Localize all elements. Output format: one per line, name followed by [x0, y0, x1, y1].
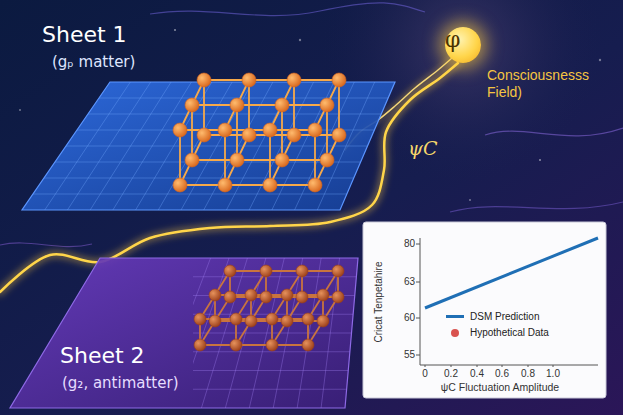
lattice-atom	[173, 123, 187, 137]
lattice-atom	[302, 313, 314, 325]
field-caption: Consciousnesss Field)	[487, 67, 605, 101]
lattice-atom	[218, 123, 232, 137]
sheet-subtitle: (g₂, antimatter)	[62, 374, 178, 392]
lattice-atom	[209, 289, 221, 301]
lattice-atom	[332, 265, 344, 277]
field-source-circle: φConsciousnesss Field)	[445, 27, 481, 63]
lattice	[194, 265, 344, 351]
lattice-atom	[320, 98, 334, 112]
tick-label: 63	[393, 276, 415, 287]
tick-label: 0.4	[465, 368, 489, 379]
legend-entry: Hypothetical Data	[443, 325, 549, 340]
lattice-atom	[197, 73, 211, 87]
lattice-atom	[185, 153, 199, 167]
tick-label: 0.8	[516, 368, 540, 379]
lattice-atom	[308, 178, 322, 192]
legend-entry: DSM Prediction	[443, 309, 539, 324]
sheet-grid	[193, 258, 356, 408]
legend-line-sample	[446, 315, 464, 318]
lattice-atom	[194, 339, 206, 351]
lattice-atom	[332, 291, 344, 303]
legend-sample-holder	[443, 315, 467, 318]
lattice-atom	[245, 289, 257, 301]
antimatter-sheet: Sheet 2 (g₂, antimatter)	[8, 250, 368, 410]
lattice-atom	[230, 339, 242, 351]
lattice-atom	[185, 98, 199, 112]
lattice	[173, 73, 346, 192]
lattice-atom	[209, 315, 221, 327]
lattice-atom	[218, 178, 232, 192]
lattice-atom	[260, 265, 272, 277]
tick-label: 1.0	[541, 368, 565, 379]
tick-label: 0.2	[439, 368, 463, 379]
lattice-atom	[332, 73, 346, 87]
prediction-line	[425, 238, 598, 308]
sheet-title: Sheet 1	[42, 22, 127, 47]
lattice-atom	[263, 178, 277, 192]
lattice-atom	[242, 73, 256, 87]
legend-text: DSM Prediction	[470, 311, 539, 322]
lattice-atom	[266, 313, 278, 325]
lattice-atom	[242, 128, 256, 142]
lattice-atom	[317, 289, 329, 301]
lattice-atom	[197, 128, 211, 142]
axis-title: ψC Fluctuation Amplitude	[400, 381, 600, 393]
lattice-atom	[281, 289, 293, 301]
tick-label: 80	[393, 238, 415, 249]
legend-text: Hypothetical Data	[470, 327, 549, 338]
matter-sheet: Sheet 1 (gₚ matter)	[20, 20, 400, 215]
sheet-outline	[10, 258, 358, 408]
lattice-atom	[260, 291, 272, 303]
field-wave	[0, 58, 458, 292]
lattice-atom	[308, 123, 322, 137]
lattice-atom	[275, 98, 289, 112]
lattice-atom	[224, 265, 236, 277]
lattice-atom	[194, 313, 206, 325]
lattice-atom	[230, 98, 244, 112]
lattice-atom	[266, 339, 278, 351]
field-waves	[0, 3, 623, 247]
field-symbol: φ	[445, 27, 460, 52]
legend-dot	[451, 329, 459, 337]
sheet-grid	[33, 82, 388, 210]
lattice-atom	[296, 291, 308, 303]
lattice-atom	[287, 73, 301, 87]
axis-title: Cricat Tenpetahire	[373, 262, 384, 343]
lattice-atom	[245, 315, 257, 327]
chart-axes	[420, 238, 598, 365]
lattice-atom	[173, 178, 187, 192]
tick-label: 55	[393, 349, 415, 360]
tick-label: 60	[393, 312, 415, 323]
lattice-atom	[230, 313, 242, 325]
legend-sample-holder	[443, 329, 467, 337]
lattice-atom	[287, 128, 301, 142]
tick-label: 0	[413, 368, 437, 379]
lattice-atom	[275, 153, 289, 167]
sheet-title: Sheet 2	[60, 343, 145, 368]
lattice-atom	[332, 128, 346, 142]
lattice-atom	[302, 339, 314, 351]
lattice-atom	[320, 153, 334, 167]
lattice-atom	[230, 153, 244, 167]
lattice-atom	[296, 265, 308, 277]
lattice-atom	[224, 291, 236, 303]
lattice-atom	[317, 315, 329, 327]
tick-label: 0.6	[490, 368, 514, 379]
field-label: ψC	[408, 137, 437, 159]
sheet-plane	[20, 20, 400, 215]
lattice-atom	[281, 315, 293, 327]
chart-ticks	[416, 244, 553, 367]
lattice-atom	[263, 123, 277, 137]
sheet-subtitle: (gₚ matter)	[52, 53, 135, 71]
chart-panel	[363, 222, 606, 398]
